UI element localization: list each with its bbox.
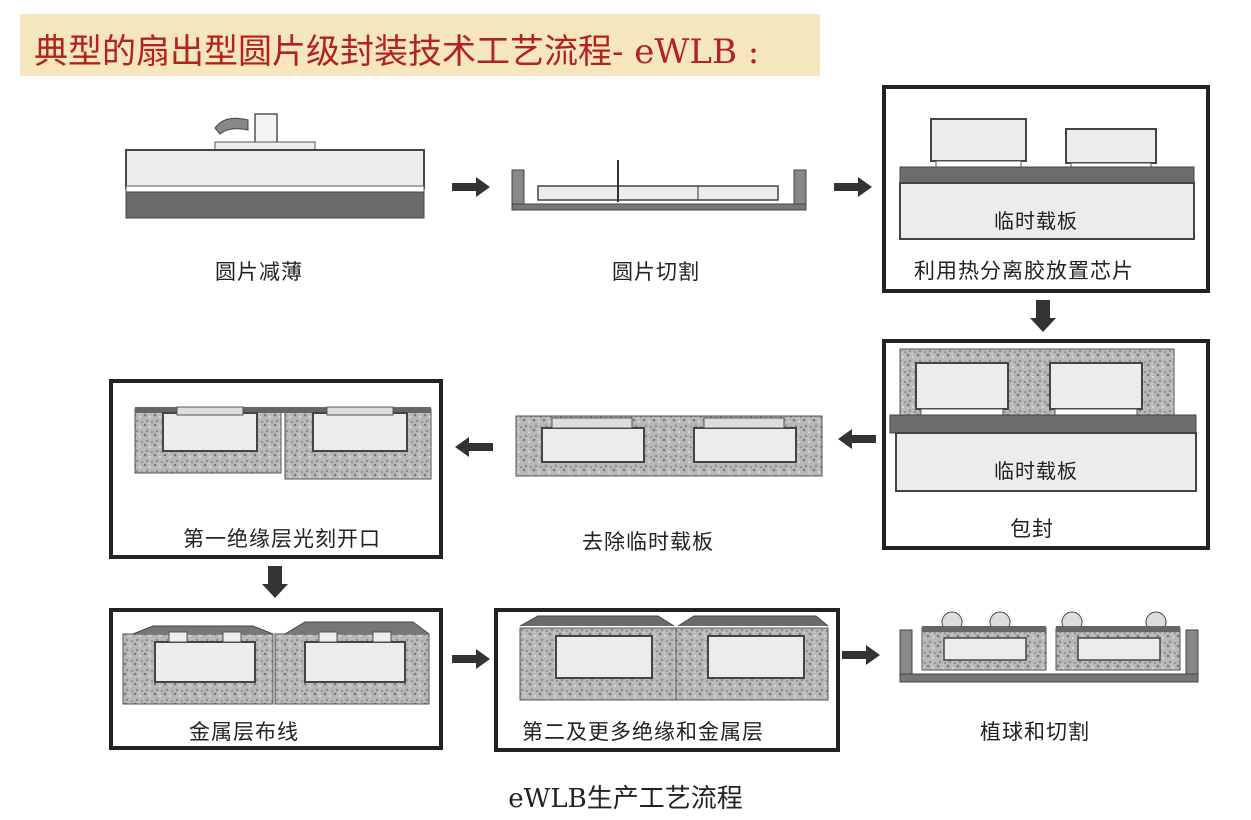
arrow-left-icon — [838, 429, 876, 449]
carrier-label: 临时载板 — [994, 459, 1078, 483]
label-wafer-dicing: 圆片切割 — [612, 260, 700, 284]
label-first-dielectric: 第一绝缘层光刻开口 — [183, 527, 381, 551]
encapsulation-figure — [889, 348, 1197, 492]
title-banner: 典型的扇出型圆片级封装技术工艺流程- eWLB : — [20, 14, 820, 76]
arrow-left-icon — [455, 437, 493, 457]
chip-placement-figure — [899, 118, 1195, 240]
more-layers-figure — [519, 615, 829, 701]
label-chip-placement: 利用热分离胶放置芯片 — [914, 259, 1134, 283]
step-wafer-dicing — [508, 150, 810, 215]
step-more-layers: 第二及更多绝缘和金属层 — [494, 608, 840, 752]
step-encapsulation: 临时载板 包封 — [882, 339, 1210, 550]
arrow-right-icon — [452, 177, 490, 197]
arrow-right-icon — [834, 177, 872, 197]
first-dielectric-figure — [134, 406, 432, 480]
metal-routing-figure — [122, 621, 430, 705]
ball-dicing-figure — [899, 611, 1199, 683]
carrier-removal-figure — [515, 415, 823, 477]
label-carrier-removal: 去除临时载板 — [582, 530, 714, 554]
arrow-right-icon — [452, 649, 490, 669]
label-wafer-thinning: 圆片减薄 — [215, 260, 303, 284]
label-ball-dicing: 植球和切割 — [980, 720, 1090, 744]
step-chip-placement: 临时载板 利用热分离胶放置芯片 — [882, 85, 1210, 293]
step-wafer-thinning — [120, 108, 430, 223]
step-metal-routing: 金属层布线 — [109, 608, 443, 750]
step-ball-dicing — [896, 604, 1202, 690]
diagram-title: 典型的扇出型圆片级封装技术工艺流程- eWLB : — [34, 32, 760, 72]
label-encapsulation: 包封 — [1010, 517, 1054, 541]
arrow-down-icon — [262, 566, 288, 598]
label-more-layers: 第二及更多绝缘和金属层 — [522, 720, 764, 744]
diagram-caption: eWLB生产工艺流程 — [508, 784, 743, 814]
carrier-label: 临时载板 — [994, 209, 1078, 233]
wafer-thinning-figure — [125, 113, 425, 219]
step-first-dielectric: 第一绝缘层光刻开口 — [109, 379, 443, 559]
arrow-down-icon — [1030, 300, 1056, 332]
label-metal-routing: 金属层布线 — [189, 720, 299, 744]
step-carrier-removal — [512, 408, 830, 480]
wafer-dicing-figure — [511, 160, 807, 211]
arrow-right-icon — [842, 645, 880, 665]
